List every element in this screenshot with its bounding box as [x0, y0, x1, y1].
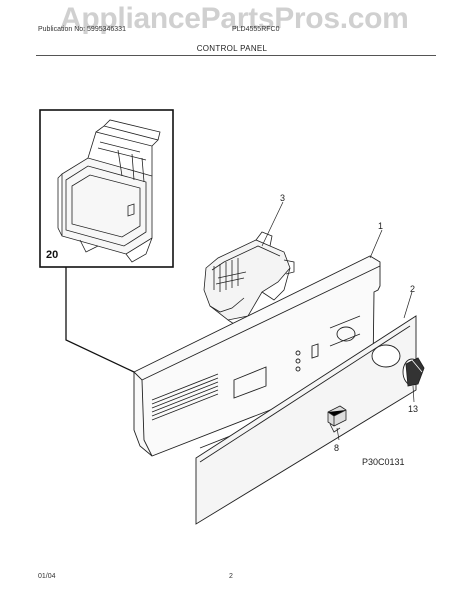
inset-leader-line	[65, 267, 135, 373]
callout-13: 13	[408, 404, 418, 414]
header-rule	[36, 55, 436, 56]
figure-code: P30C0131	[362, 457, 405, 467]
callout-8: 8	[334, 443, 339, 453]
callout-3: 3	[280, 193, 285, 203]
part-3-component	[203, 231, 295, 329]
page-title: CONTROL PANEL	[196, 44, 268, 53]
leader-2	[403, 291, 413, 319]
footer-date: 01/04	[38, 573, 56, 580]
leader-3	[261, 201, 284, 247]
part-2-overlay	[195, 315, 417, 525]
leader-1	[369, 229, 383, 259]
callout-1: 1	[378, 221, 383, 231]
model-number: PLD4555RFC0	[232, 26, 280, 33]
watermark: AppliancePartsPros.com	[60, 2, 409, 35]
leader-8	[336, 427, 340, 441]
part-13-knob	[402, 357, 425, 387]
inset-detail-part-20: 20	[39, 109, 174, 268]
footer-page-number: 2	[229, 573, 233, 580]
publication-number: Publication No: 5995346331	[38, 26, 126, 33]
leader-13	[412, 385, 415, 403]
callout-20: 20	[46, 249, 58, 261]
part-8-button	[327, 405, 347, 433]
callout-2: 2	[410, 284, 415, 294]
